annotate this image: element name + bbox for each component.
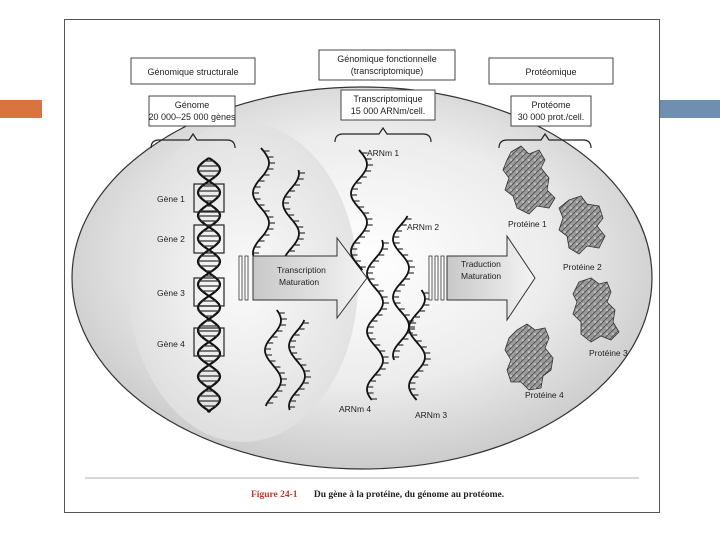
genome-box — [148, 95, 236, 127]
translation-label-2: Maturation — [461, 271, 501, 281]
dna-strand-a — [196, 157, 222, 413]
gene-label-2: Gène 2 — [157, 234, 185, 244]
brace-transcriptome — [334, 126, 432, 143]
structural-box — [130, 57, 256, 85]
figure-frame: Génomique structurale Génomique fonction… — [64, 19, 660, 513]
proteome-label-1: Protéome — [531, 100, 570, 110]
caption: Figure 24-1 Du gène à la protéine, du gé… — [251, 490, 504, 500]
rna-strand — [350, 149, 368, 271]
rna-strand — [264, 309, 282, 407]
gene-box-2 — [193, 224, 225, 254]
caption-label: Figure 24-1 — [251, 490, 298, 500]
protein-shape-3 — [572, 277, 620, 343]
protein-shape-2 — [558, 195, 606, 255]
functional-box — [318, 49, 456, 81]
proteome-box — [510, 95, 592, 127]
transcription-label-1: Transcription — [277, 265, 326, 275]
premrna-strands — [252, 147, 311, 411]
caption-text: Du gène à la protéine, du génome au prot… — [314, 490, 504, 500]
figure-svg: Génomique structurale Génomique fonction… — [71, 49, 653, 500]
transcription-arrow — [238, 236, 368, 320]
transcriptome-label-1: Transcriptomique — [353, 94, 422, 104]
proteomics-box — [488, 57, 614, 85]
proteome-label-2: 30 000 prot./cell. — [518, 112, 585, 122]
gene-label-3: Gène 3 — [157, 288, 185, 298]
mrna-label-2: ARNm 2 — [407, 222, 439, 232]
mrna-label-4: ARNm 4 — [339, 404, 371, 414]
dna-helix — [196, 157, 222, 413]
functional-label-1: Génomique fonctionnelle — [337, 54, 437, 64]
functional-label-2: (transcriptomique) — [351, 66, 424, 76]
rna-strand — [408, 289, 426, 401]
proteomics-label: Protéomique — [525, 67, 576, 77]
brace-genome — [150, 132, 236, 149]
mrna-strands — [350, 149, 431, 401]
right-accent-bar — [660, 100, 720, 118]
gene-box-3 — [193, 277, 225, 307]
mrna-label-3: ARNm 3 — [415, 410, 447, 420]
structural-label: Génomique structurale — [147, 67, 238, 77]
gene-box-4 — [193, 327, 225, 357]
mrna-label-1: ARNm 1 — [367, 148, 399, 158]
left-accent-bar — [0, 100, 42, 118]
gene-box-1 — [193, 183, 225, 213]
protein-shape-1 — [502, 145, 556, 215]
brace-proteome — [498, 132, 592, 149]
transcriptome-box — [340, 89, 436, 121]
gene-label-1: Gène 1 — [157, 194, 185, 204]
protein-label-4: Protéine 4 — [525, 390, 564, 400]
genome-label-1: Génome — [175, 100, 210, 110]
rna-strand — [392, 215, 410, 361]
genome-label-2: 20 000–25 000 gènes — [148, 112, 236, 122]
rna-strand — [282, 169, 300, 271]
translation-label-1: Traduction — [461, 259, 501, 269]
translation-arrow — [428, 234, 536, 322]
gene-boxes — [193, 183, 225, 357]
protein-shape-4 — [504, 323, 554, 391]
dna-strand-b — [196, 157, 222, 413]
protein-label-3: Protéine 3 — [589, 348, 628, 358]
gene-label-4: Gène 4 — [157, 339, 185, 349]
transcriptome-label-2: 15 000 ARNm/cell. — [351, 106, 426, 116]
protein-label-2: Protéine 2 — [563, 262, 602, 272]
rna-strand — [252, 147, 270, 271]
nucleus-region — [128, 122, 358, 442]
transcription-label-2: Maturation — [279, 277, 319, 287]
protein-label-1: Protéine 1 — [508, 219, 547, 229]
